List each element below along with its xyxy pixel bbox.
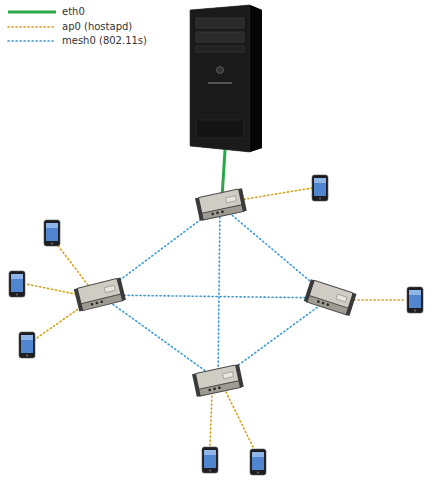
smartphone bbox=[202, 447, 218, 473]
mesh-router bbox=[74, 278, 126, 312]
legend-text: mesh0 (802.11s) bbox=[62, 35, 147, 47]
server-tower bbox=[190, 5, 262, 152]
legend-text: eth0 bbox=[62, 6, 85, 18]
smartphone bbox=[9, 271, 25, 297]
mesh-links bbox=[100, 205, 330, 380]
legend-text: ap0 (hostapd) bbox=[62, 21, 132, 33]
mesh-router bbox=[304, 279, 357, 316]
legend-sample bbox=[8, 26, 56, 28]
legend-sample bbox=[8, 40, 56, 42]
smartphone bbox=[250, 449, 266, 475]
smartphone bbox=[312, 175, 328, 201]
legend-sample bbox=[8, 11, 56, 14]
mesh-router bbox=[192, 364, 244, 396]
mesh-router bbox=[195, 188, 247, 220]
ap-links bbox=[26, 188, 406, 449]
smartphone bbox=[407, 287, 423, 313]
smartphone bbox=[19, 332, 35, 358]
smartphone bbox=[44, 220, 60, 246]
ethernet-wire bbox=[222, 150, 225, 198]
